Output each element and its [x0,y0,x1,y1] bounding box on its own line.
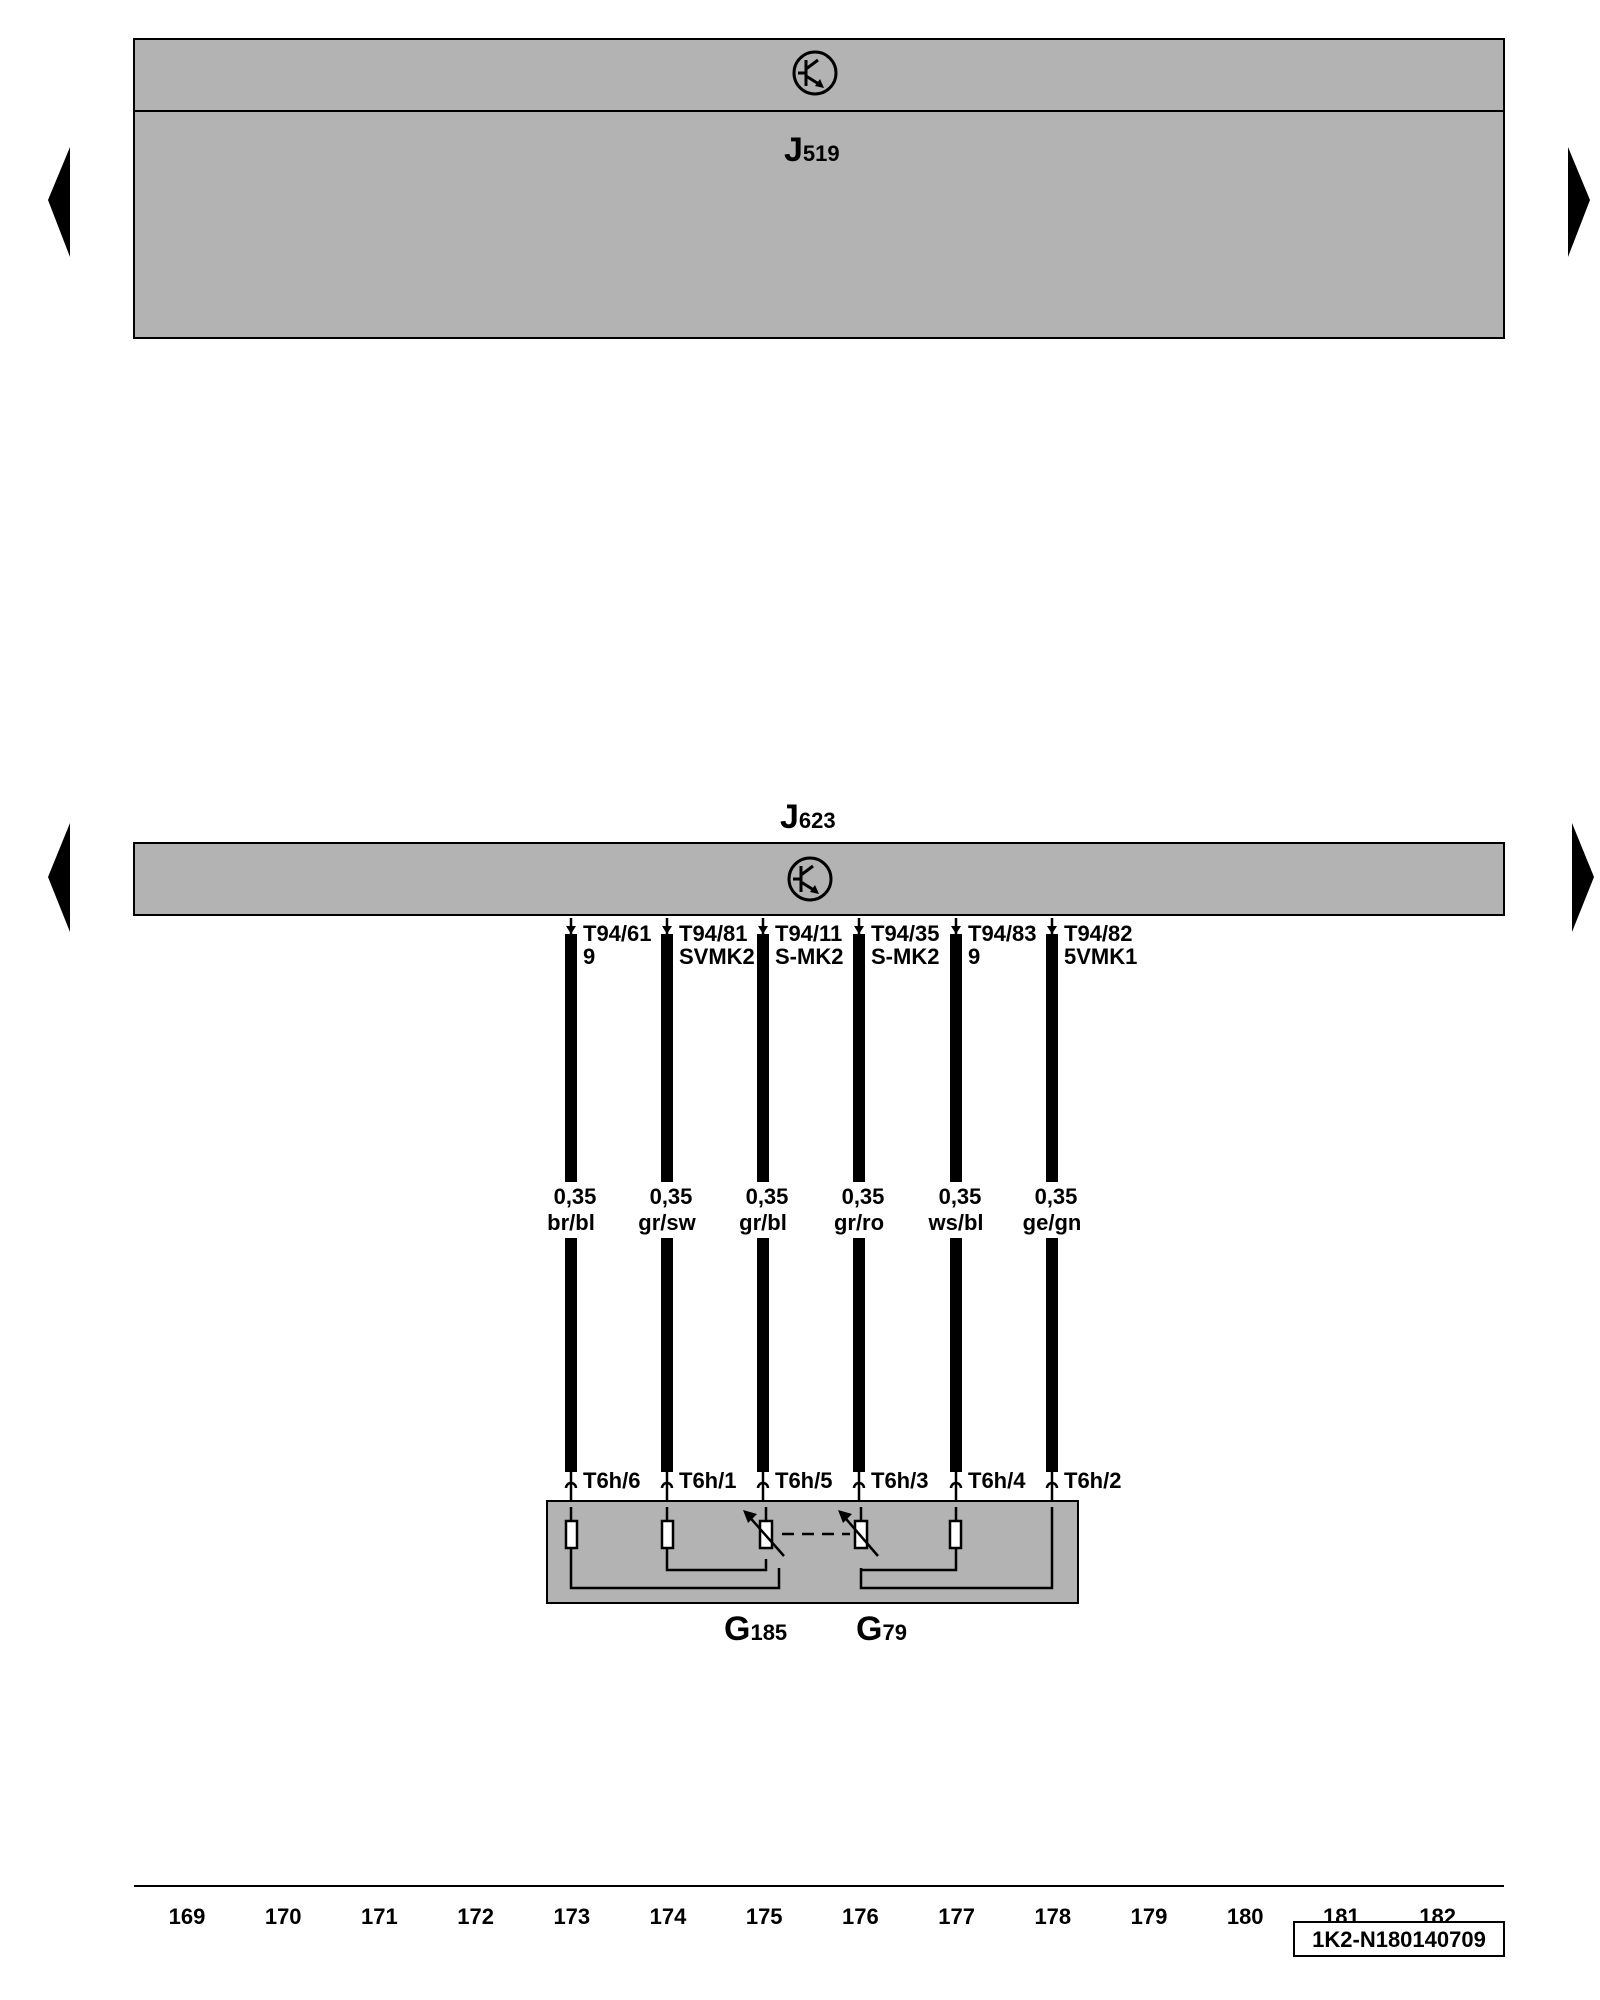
wire-size: 0,35 [746,1184,789,1209]
column-number: 177 [938,1904,975,1929]
module-j519: J519 [133,38,1505,339]
wire-size: 0,35 [939,1184,982,1209]
reference-box [1293,1921,1505,1957]
column-number: 175 [746,1904,783,1929]
triangle-left-icon[interactable] [48,823,70,932]
column-number: 180 [1227,1904,1264,1929]
pin-code: S-MK2 [871,944,939,969]
column-number: 179 [1131,1904,1168,1929]
resistor [660,1519,675,1550]
reference-id: 1K2-N180140709 [1312,1927,1486,1952]
wire-size: 0,35 [554,1184,597,1209]
pin-code: S-MK2 [775,944,843,969]
wire-color: ws/bl [927,1210,983,1235]
triangle-right-icon[interactable] [1572,823,1594,932]
wire-size: 0,35 [1035,1184,1078,1209]
pin-code: 9 [968,944,980,969]
connector-pin: T6h/2 [1064,1468,1121,1493]
column-number: 174 [650,1904,687,1929]
sensor-label-g79: G79 [856,1610,907,1648]
column-number: 176 [842,1904,879,1929]
pin-code: SVMK2 [679,944,755,969]
wire-color: br/bl [547,1210,595,1235]
column-number: 178 [1034,1904,1071,1929]
wire-color: gr/ro [834,1210,884,1235]
triangle-right-icon[interactable] [1568,147,1590,257]
wire-size: 0,35 [650,1184,693,1209]
wire-color: ge/gn [1023,1210,1082,1235]
column-number: 173 [553,1904,590,1929]
module-label: J623 [780,798,836,836]
column-number: 171 [361,1904,398,1929]
connector-pin: T6h/4 [968,1468,1026,1493]
module-label: J519 [784,131,840,169]
pin-label: T94/83 [968,921,1037,946]
wire-group: T94/6190,35br/blT6h/6T94/81SVMK20,35gr/s… [547,918,1137,1501]
wire-size: 0,35 [842,1184,885,1209]
pin-label: T94/11 [775,921,842,946]
column-number: 170 [265,1904,302,1929]
wire-color: gr/sw [638,1210,696,1235]
pin-label: T94/81 [679,921,748,946]
connector-pin: T6h/6 [583,1468,640,1493]
pin-label: T94/61 [583,921,652,946]
connector-pin: T6h/5 [775,1468,832,1493]
module-j623: J623 [133,798,1505,916]
column-number: 172 [457,1904,494,1929]
connector-pin: T6h/1 [679,1468,736,1493]
resistor [948,1519,963,1550]
column-number: 169 [169,1904,206,1929]
sensor-label-g185: G185 [724,1610,787,1648]
resistor [564,1519,579,1550]
wire-color: gr/bl [739,1210,787,1235]
pin-code: 5VMK1 [1064,944,1137,969]
pin-code: 9 [583,944,595,969]
triangle-left-icon[interactable] [48,147,70,257]
pin-label: T94/35 [871,921,940,946]
connector-pin: T6h/3 [871,1468,928,1493]
pin-label: T94/82 [1064,921,1133,946]
sensor-block: G185 G79 [546,1500,1079,1648]
transistor-symbol-icon [792,50,838,96]
transistor-symbol-icon [787,856,833,902]
